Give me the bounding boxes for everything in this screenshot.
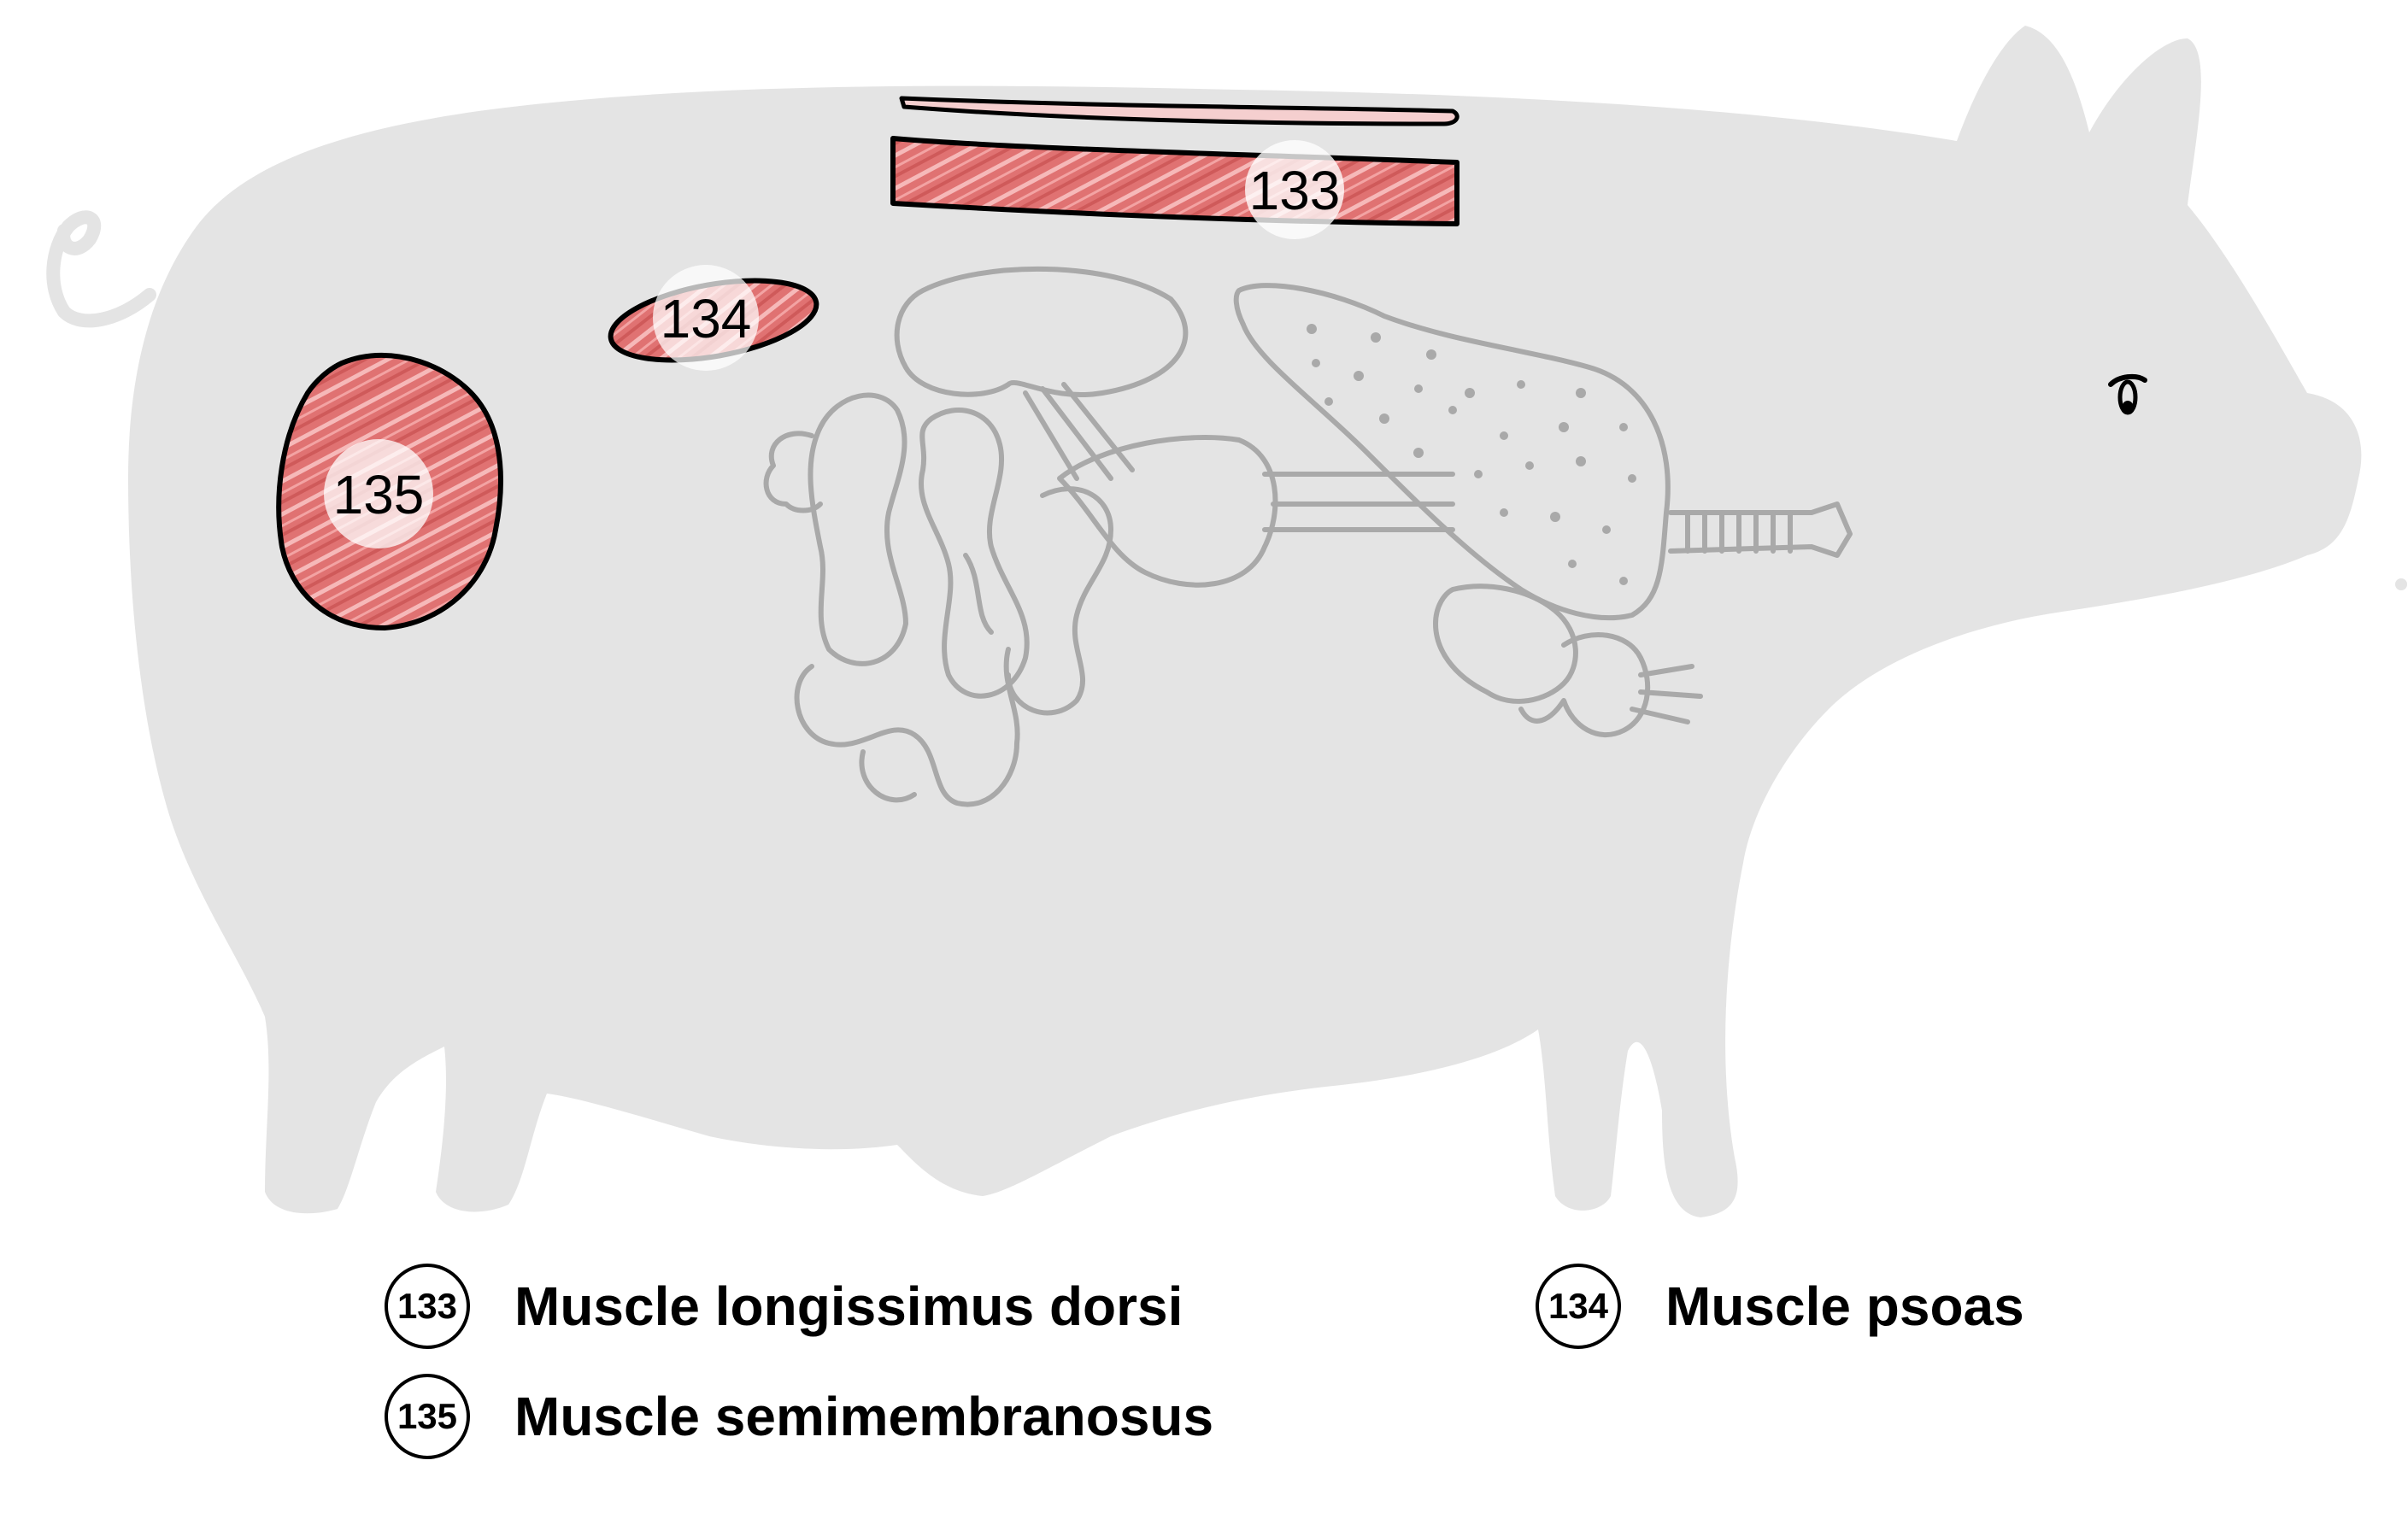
trachea	[1668, 501, 1853, 558]
stray-dot	[2395, 578, 2407, 590]
svg-text:134: 134	[661, 288, 752, 349]
spleen	[1057, 435, 1278, 588]
svg-text:135: 135	[333, 464, 425, 525]
stomach	[894, 266, 1189, 398]
fat-layer	[899, 96, 1459, 126]
legend-item-134: 134 Muscle psoas	[1536, 1264, 2024, 1349]
legend-badge-135: 135	[385, 1374, 470, 1459]
marker-134: 134	[653, 265, 759, 371]
svg-text:133: 133	[1249, 160, 1341, 221]
heart	[1433, 584, 1703, 737]
marker-135: 135	[324, 439, 433, 548]
legend-item-133: 133 Muscle longissimus dorsi	[385, 1264, 1183, 1349]
legend-badge-133: 133	[385, 1264, 470, 1349]
internal-organs	[763, 266, 1853, 807]
cecum	[763, 431, 823, 513]
tail	[46, 210, 156, 328]
legend-label-semimembranosus: Muscle semimembranosus	[514, 1386, 1214, 1447]
legend-badge-134: 134	[1536, 1264, 1621, 1349]
pig-eye-icon	[2108, 373, 2147, 415]
legend-label-longissimus-dorsi: Muscle longissimus dorsi	[514, 1276, 1183, 1337]
small-intestine	[794, 392, 1113, 807]
legend-label-psoas: Muscle psoas	[1665, 1276, 2024, 1337]
marker-133: 133	[1245, 140, 1344, 239]
liver	[1233, 283, 1671, 621]
legend-item-135: 135 Muscle semimembranosus	[385, 1374, 1213, 1459]
liver-dots	[1307, 324, 1636, 585]
